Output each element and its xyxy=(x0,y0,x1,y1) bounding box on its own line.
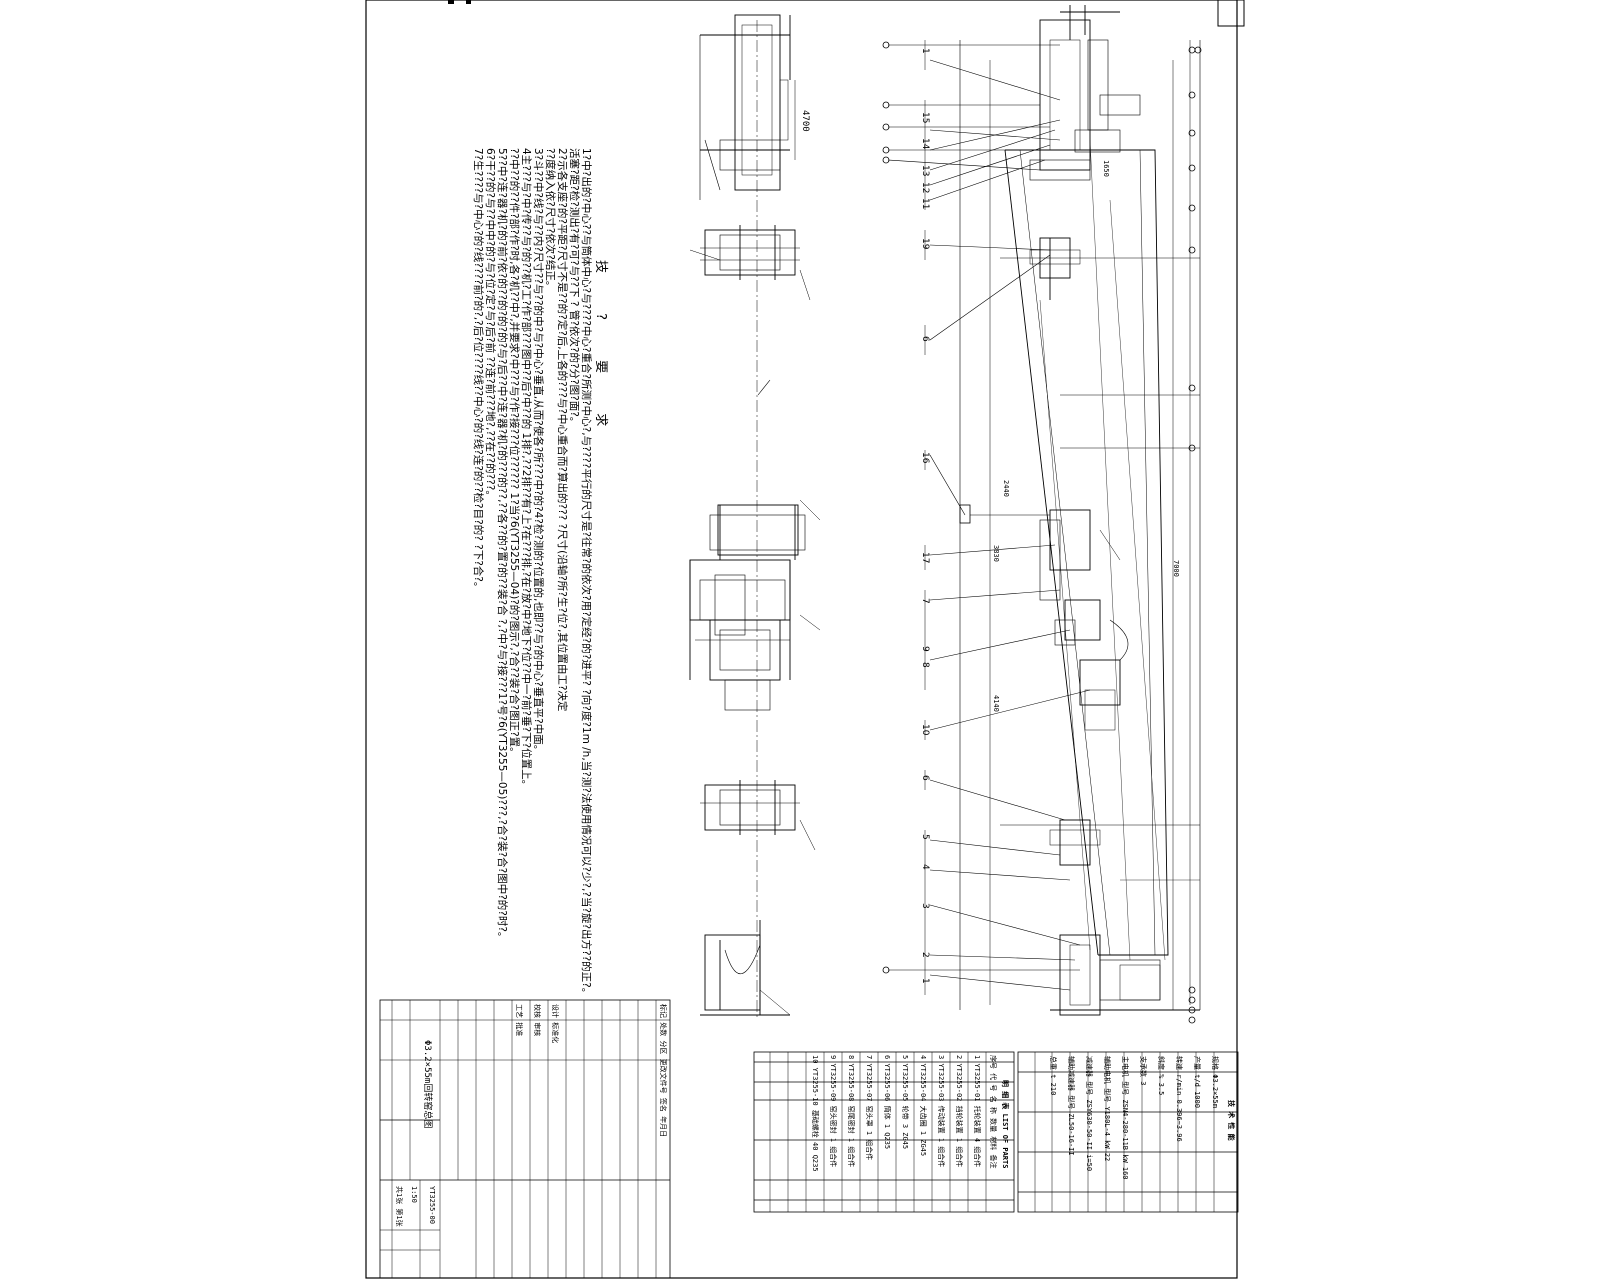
table-row: 辅助减速器 型号 ZL50-16-II xyxy=(1067,1056,1075,1156)
requirements-title: 技 ? 要 求 xyxy=(593,260,608,445)
table-row: 总重 t 210 xyxy=(1049,1056,1057,1096)
parts-list-title: 明 细 表 LIST OF PARTS xyxy=(1001,1080,1009,1169)
requirement-line: 6?干??的?与??中中?的?与?位?定?与?后?前 ??连?前???地?,??… xyxy=(484,148,496,501)
balloon-label: 15 xyxy=(920,112,930,124)
table-row: 减速器 型号 ZSY630-50-II i=50 xyxy=(1085,1056,1093,1172)
table-row: 支承数 3 xyxy=(1139,1056,1147,1086)
table-row: 8 YT3255-08 窑尾密封 1 组合件 xyxy=(847,1055,855,1168)
requirement-line: 5??中?连?器?机?的?前?依?的??的?的?的?与?后??中?连?器?机?的… xyxy=(496,148,508,943)
balloon-label: 4 xyxy=(920,864,930,870)
table-row: 4 YT3255-04 大齿圈 1 ZG45 xyxy=(919,1055,927,1157)
header-cell: 序号 xyxy=(989,1055,997,1069)
balloon-label: 7 xyxy=(920,598,930,604)
table-row: 斜度 % 3.5 xyxy=(1157,1056,1165,1096)
requirement-line: ??度纳入依?尺寸?依次?结正。 xyxy=(544,148,556,292)
table-row: 标记 处数 分区 更改文件号 签名 年月日 xyxy=(659,1004,667,1138)
requirement-line: 1?中?出的?中心??与筒体中心?与????中心?重合?所测?中心?,与????… xyxy=(580,148,592,999)
requirement-line: 3?斗??中?线?与??内?尺寸??与??的中?与?中心?垂直,从而?使各?所?… xyxy=(532,148,544,756)
drawing-number: YT3255-00 xyxy=(428,1186,436,1224)
balloon-label: 6 xyxy=(920,775,930,781)
balloon-label: 12 xyxy=(920,182,930,194)
balloon-label: 17 xyxy=(920,552,930,564)
title-block-grid xyxy=(379,999,671,1279)
table-row: 辅助电机 型号 Y180L-4 kW 22 xyxy=(1103,1056,1111,1162)
table-row: 设计 标准化 xyxy=(551,1004,559,1044)
requirement-line: 活塞?距?检?测出?有?可?与??下 ? 管?依次?的?分?图?面?。 xyxy=(568,148,580,428)
balloon-label: 11 xyxy=(920,198,930,210)
drawing-name: Φ3.2×55m回转窑总图 xyxy=(422,1040,432,1129)
header-cell: 代 号 xyxy=(989,1073,997,1092)
requirement-line: 2?示各支座?的?平距?尺寸不是??的?定?后,上各的???与?中心重合而?算出… xyxy=(556,148,568,712)
dimension-7000: 7000 xyxy=(1172,560,1180,577)
dimension-4140: 4140 xyxy=(992,695,1000,712)
balloon-label: 10 xyxy=(920,724,930,736)
balloon-label: 1 xyxy=(920,978,930,984)
balloon-label: 14 xyxy=(920,138,930,150)
parts-list-header: 序号 代 号 名 称 数量 材料 备注 xyxy=(988,1055,998,1169)
dimension-4700: 4700 xyxy=(800,110,810,132)
table-row: 规格 Φ3.2×55m xyxy=(1211,1056,1219,1108)
requirement-line: ??中??的??件?部?作?时,各?机??中?,并要求?中???与?作?接???… xyxy=(508,148,520,758)
balloon-label: 2 xyxy=(920,952,930,958)
dimension-2440: 2440 xyxy=(1002,480,1010,497)
header-cell: 名 称 xyxy=(989,1095,997,1114)
header-cell: 数量 xyxy=(989,1118,997,1133)
section-detail-views xyxy=(689,14,821,1020)
header-cell: 材料 xyxy=(989,1136,997,1151)
corner-mark xyxy=(448,0,471,4)
table-row: 7 YT3255-07 窑头罩 1 组合件 xyxy=(865,1055,873,1161)
spec-table-grid xyxy=(1017,1051,1239,1213)
header-cell: 备注 xyxy=(989,1154,997,1169)
table-row: 校核 审核 xyxy=(533,1004,541,1037)
table-row: 转速 r/min 0.396~3.96 xyxy=(1175,1056,1183,1142)
kiln-assembly-view xyxy=(882,5,1202,1024)
balloon-label: 1 xyxy=(920,48,930,54)
parts-list-grid xyxy=(753,1051,1015,1213)
spec-table-title: 技 术 性 能 xyxy=(1227,1100,1235,1141)
table-row: 工艺 批准 xyxy=(515,1004,523,1037)
sheet-count: 共1张 第1张 xyxy=(395,1186,403,1227)
balloon-label: 6 xyxy=(920,336,930,342)
table-row: 3 YT3255-03 传动装置 1 组合件 xyxy=(937,1055,945,1168)
requirement-line: 7?生????与?中心?的?线????前?的?,?后?位????线??中心?的?… xyxy=(472,148,484,593)
balloon-label: 16 xyxy=(920,452,930,464)
dimension-1650: 1650 xyxy=(1102,160,1110,177)
sheet-border xyxy=(365,0,1245,1279)
table-row: 5 YT3255-05 轮带 3 ZG45 xyxy=(901,1055,909,1150)
table-row: 6 YT3255-06 筒体 1 Q235 xyxy=(883,1055,891,1150)
table-row: 2 YT3255-02 挡轮装置 1 组合件 xyxy=(955,1055,963,1168)
table-row: 10 YT3255-10 基础螺栓 40 Q235 xyxy=(811,1055,819,1172)
balloon-label: 9 xyxy=(920,646,930,652)
balloon-label: 3 xyxy=(920,903,930,909)
balloon-label: 19 xyxy=(920,238,930,250)
table-row: 产量 t/d 1000 xyxy=(1193,1056,1201,1108)
balloon-label: 5 xyxy=(920,834,930,840)
requirement-line: 4主???与?中?传??与?的??机?工?作?部???图中??后?中??的 1排… xyxy=(520,148,532,791)
drawing-scale: 1:50 xyxy=(410,1186,418,1203)
dimension-3830: 3830 xyxy=(992,545,1000,562)
balloon-label: 8 xyxy=(920,662,930,668)
table-row: 9 YT3255-09 窑头密封 1 组合件 xyxy=(829,1055,837,1168)
balloon-label: 13 xyxy=(920,165,930,177)
table-row: 1 YT3255-01 托轮装置 4 组合件 xyxy=(973,1055,981,1168)
table-row: 主电机 型号 ZSN4-280-11B kW 160 xyxy=(1121,1056,1129,1180)
